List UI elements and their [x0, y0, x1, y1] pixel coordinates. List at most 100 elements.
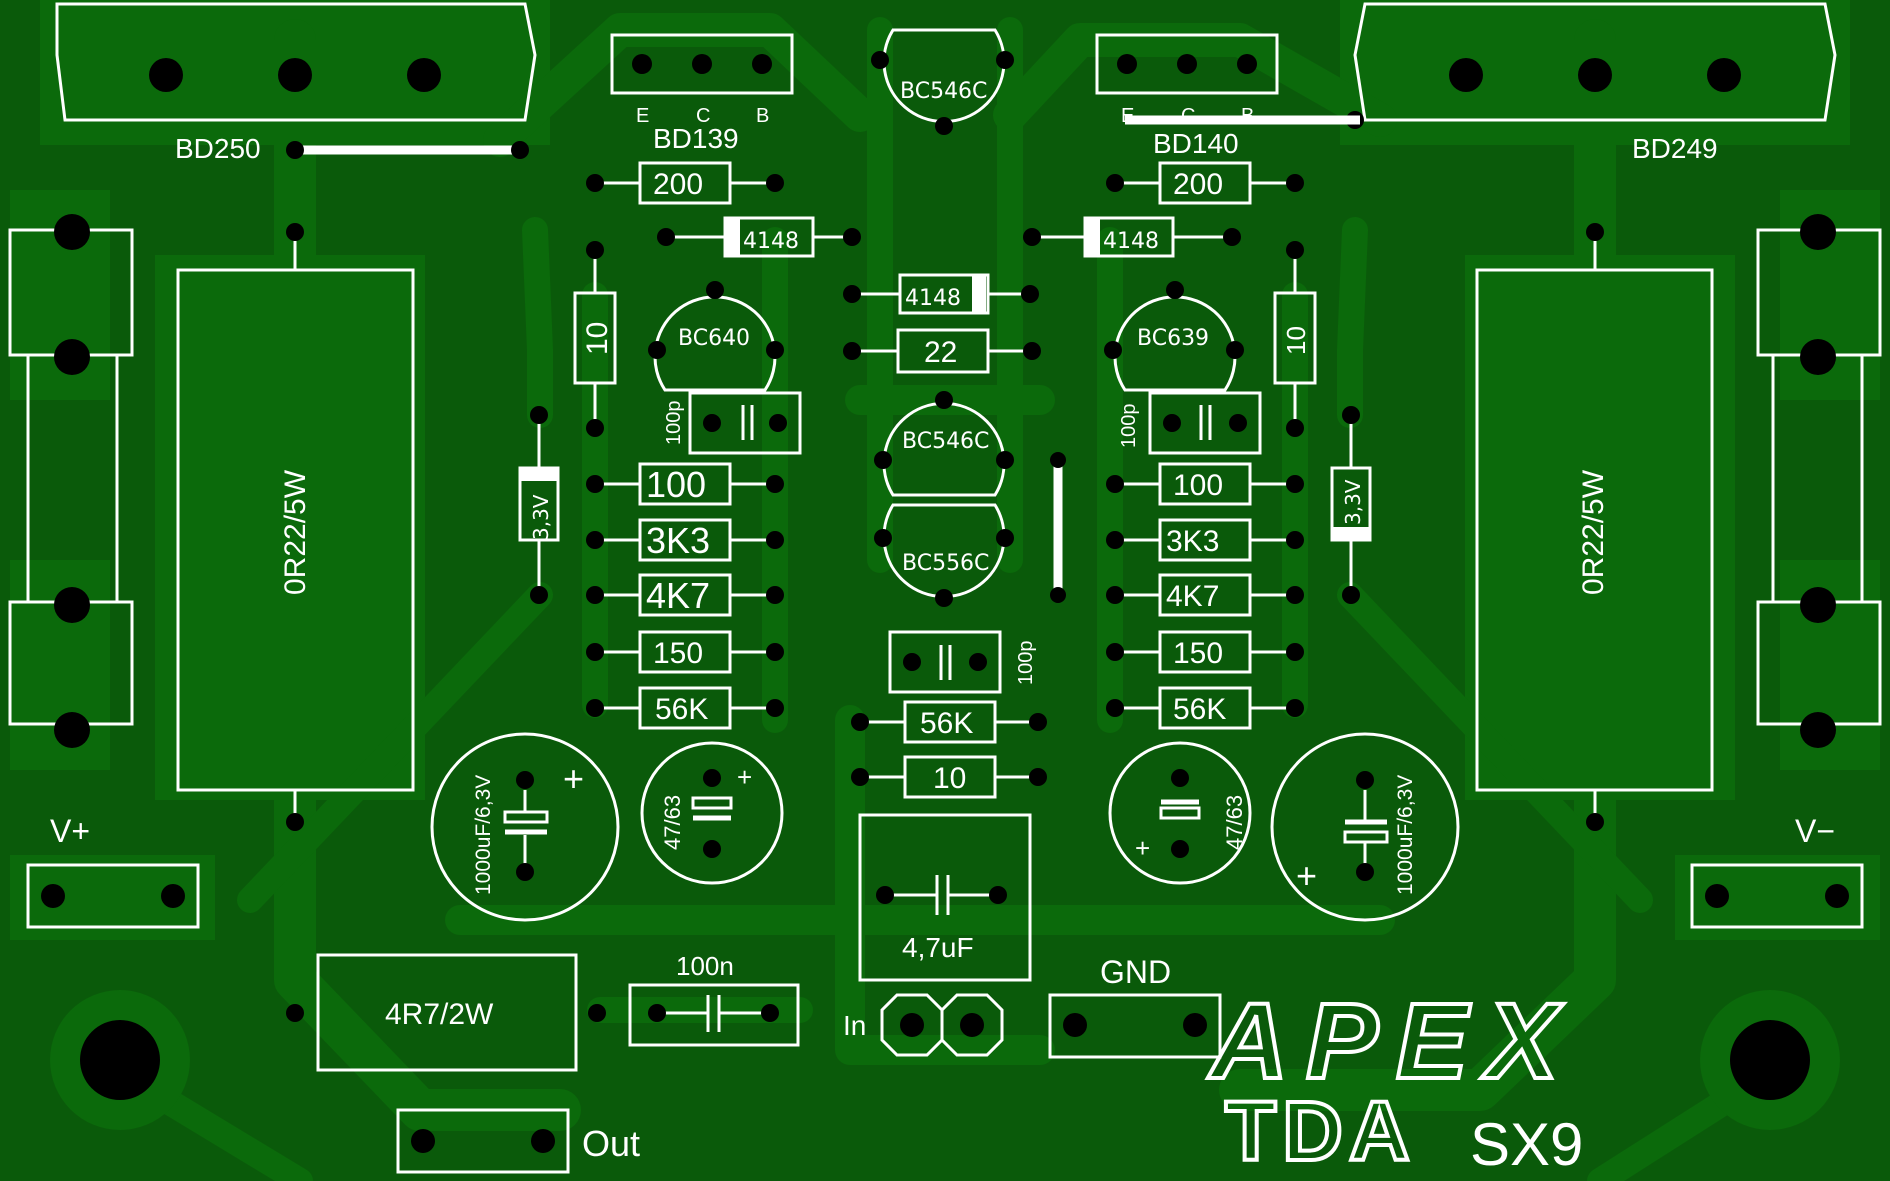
resistor-56k-center-label: 56K	[920, 707, 973, 740]
brand-sub-logo: TDA	[1225, 1084, 1416, 1178]
power-resistor-4r7-label: 4R7/2W	[385, 998, 494, 1031]
electrolytic-1000uf-right-plus: +	[1296, 855, 1317, 896]
resistor-150-left-label: 150	[653, 637, 703, 670]
cap-100p-center-label: 100p	[1015, 641, 1037, 686]
bc546c-top-label: BC546C	[900, 79, 987, 104]
film-cap-4-7uf-label: 4,7uF	[902, 932, 974, 963]
electrolytic-47-right-plus: +	[1135, 833, 1150, 863]
resistor-3k3-left: 3K3	[586, 518, 784, 562]
resistor-100-right: 100	[1106, 462, 1304, 506]
resistor-100-right-label: 100	[1173, 469, 1223, 502]
resistor-150-right: 150	[1106, 630, 1304, 674]
out-label: Out	[582, 1123, 640, 1164]
mounting-hole-left	[80, 1020, 160, 1100]
resistor-200-left-label: 200	[653, 168, 703, 201]
transistor-bc546c-mid: BC546C	[874, 391, 1014, 497]
terminal-left	[8, 214, 134, 748]
zener-right-label: 3,3V	[1341, 479, 1365, 525]
resistor-4k7-right: 4K7	[1106, 573, 1304, 617]
bd139-pin-c: C	[696, 105, 710, 127]
vplus-label: V+	[50, 813, 90, 849]
film-cap-100n-label: 100n	[676, 951, 734, 981]
resistor-56k-right: 56K	[1106, 686, 1304, 730]
electrolytic-1000uf-right: + 1000uF/6,3V	[1270, 732, 1460, 922]
diode-4148-right: 4148	[1023, 216, 1241, 258]
film-cap-4-7uf: 4,7uF	[858, 813, 1032, 982]
driver-transistor-bd140: E C B BD140	[1095, 33, 1360, 159]
resistor-4k7-right-label: 4K7	[1166, 580, 1219, 613]
resistor-56k-right-label: 56K	[1173, 693, 1226, 726]
resistor-3k3-left-label: 3K3	[646, 520, 710, 561]
diode-4148-left: 4148	[657, 216, 861, 258]
power-resistor-4r7: 4R7/2W	[286, 953, 606, 1072]
resistor-56k-center: 56K	[851, 700, 1047, 744]
mounting-holes	[50, 990, 1840, 1130]
resistor-200-right: 200	[1106, 161, 1304, 205]
connector-vplus[interactable]: V+	[26, 813, 200, 929]
gnd-label: GND	[1100, 954, 1171, 990]
resistor-3k3-right: 3K3	[1106, 518, 1304, 562]
resistor-10-center: 10	[851, 755, 1047, 799]
mounting-hole-right	[1730, 1020, 1810, 1100]
diode-4148-center: 4148	[843, 273, 1039, 315]
cap-100p-left: 100p	[663, 391, 802, 455]
driver-transistor-bd139: E C B BD139	[610, 33, 794, 154]
brand-logo: APEX TDA SX9	[1205, 978, 1583, 1180]
cap-100p-left-label: 100p	[663, 401, 685, 446]
resistor-150-right-label: 150	[1173, 637, 1223, 670]
connector-out[interactable]: Out	[396, 1108, 640, 1174]
power-transistor-bd250: BD250	[55, 2, 537, 164]
resistor-56k-left: 56K	[586, 686, 784, 730]
vminus-label: V−	[1795, 813, 1835, 849]
bc640-label: BC640	[678, 326, 750, 351]
bc556c-label: BC556C	[902, 551, 989, 576]
connector-vminus[interactable]: V−	[1690, 813, 1864, 929]
zener-left: 3,3V	[518, 406, 560, 604]
diode-right-label: 4148	[1103, 229, 1159, 254]
electrolytic-47-left-plus: +	[737, 762, 752, 792]
resistor-4k7-left: 4K7	[586, 573, 784, 617]
bd250-label: BD250	[175, 133, 261, 164]
cap-100p-right-label: 100p	[1118, 404, 1140, 449]
resistor-22-center: 22	[843, 328, 1041, 374]
resistor-10-right-vertical: 10	[1273, 241, 1317, 437]
electrolytic-47-left-label: 47/63	[660, 795, 685, 850]
connector-gnd[interactable]: GND	[1048, 954, 1222, 1059]
resistor-4k7-left-label: 4K7	[646, 575, 710, 616]
zener-right: 3,3V	[1330, 406, 1372, 604]
cap-100p-center: 100p	[888, 630, 1037, 694]
resistor-200-left: 200	[586, 161, 784, 205]
resistor-10-left-vertical: 10	[573, 241, 617, 437]
resistor-56k-left-label: 56K	[655, 693, 708, 726]
electrolytic-1000uf-left-plus: +	[563, 758, 584, 799]
resistor-10-left-label: 10	[581, 322, 614, 355]
bd139-pin-e: E	[636, 105, 649, 127]
power-resistor-left: 0R22/5W	[176, 223, 415, 831]
transistor-bc546c-top: BC546C	[871, 28, 1014, 135]
electrolytic-1000uf-right-label: 1000uF/6,3V	[1394, 775, 1417, 895]
bc639-label: BC639	[1137, 326, 1209, 351]
brand-model: SX9	[1470, 1111, 1583, 1178]
connector-in[interactable]: In	[843, 993, 1004, 1057]
resistor-3k3-right-label: 3K3	[1166, 525, 1219, 558]
in-label: In	[843, 1010, 866, 1041]
resistors-center: 22 56K 10	[843, 328, 1047, 799]
cap-100p-right: 100p	[1118, 391, 1262, 455]
resistor-200-right-label: 200	[1173, 168, 1223, 201]
power-resistor-left-label: 0R22/5W	[279, 469, 312, 595]
resistor-100-left: 100	[586, 462, 784, 506]
resistor-10-right-label: 10	[1281, 326, 1311, 355]
bd139-label: BD139	[653, 123, 739, 154]
film-cap-100n: 100n	[628, 951, 800, 1047]
bc546c-mid-label: BC546C	[902, 429, 989, 454]
transistor-bc639: BC639	[1104, 281, 1244, 392]
transistor-bc556c: BC556C	[874, 503, 1014, 607]
resistors-right-column: 200 100 3K3 4K7 150	[1106, 161, 1304, 730]
electrolytic-47-left: + 47/63	[640, 741, 784, 885]
bd139-pin-b: B	[756, 105, 769, 127]
bd140-label: BD140	[1153, 128, 1239, 159]
electrolytic-47-right-label: 47/63	[1222, 795, 1247, 850]
brand-logo-text: APEX	[1207, 980, 1576, 1101]
resistors-left-column: 200 100 3K3 4K7 150	[586, 161, 784, 730]
